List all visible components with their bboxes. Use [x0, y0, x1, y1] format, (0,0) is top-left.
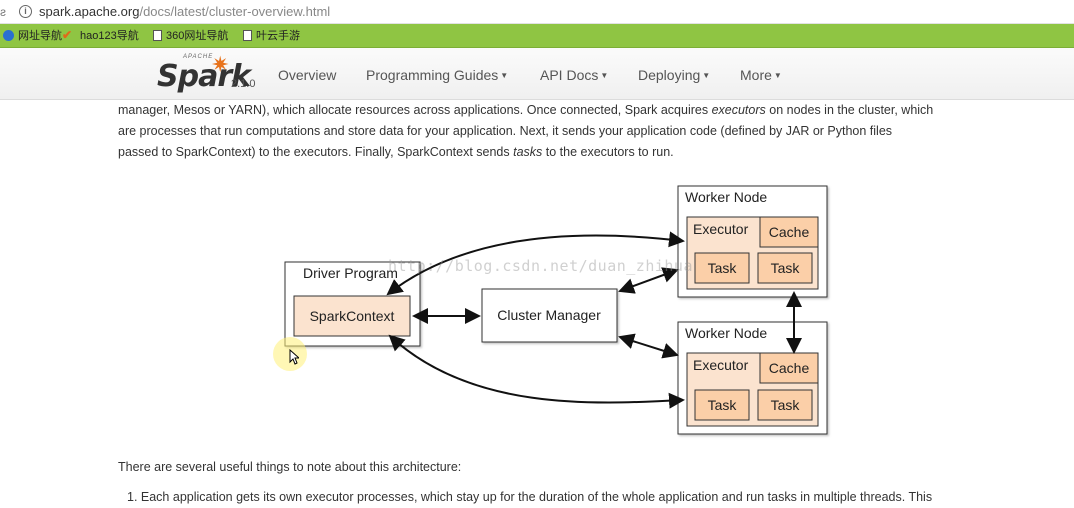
nav-label: Deploying	[638, 67, 701, 83]
list-item: 1. Each application gets its own executo…	[127, 490, 933, 504]
worker-node-1: Worker Node Executor Cache Task Task	[677, 185, 828, 298]
spark-navbar: APACHE Spark ✷ 2.1.0 Overview Programmin…	[0, 48, 1074, 100]
page-icon	[243, 30, 252, 41]
text-run: passed to SparkContext) to the executors…	[118, 145, 514, 159]
executor-label: Executor	[693, 221, 749, 237]
nav-api-docs[interactable]: API Docs▼	[540, 67, 608, 84]
mouse-pointer-icon	[289, 349, 299, 365]
address-bar[interactable]: ƨ i spark.apache.org/docs/latest/cluster…	[0, 0, 1074, 24]
driver-program-title: Driver Program	[303, 265, 398, 281]
spark-star-icon: ✷	[211, 52, 230, 77]
url-host: spark.apache.org	[39, 4, 140, 19]
logo-apache-text: APACHE	[183, 54, 214, 60]
caret-down-icon: ▼	[600, 71, 609, 80]
worker-node-title: Worker Node	[685, 325, 767, 341]
bookmark-wangzhi[interactable]: 网址导航	[3, 29, 62, 43]
page-icon	[153, 30, 162, 41]
arrow-manager-worker1	[618, 267, 679, 294]
bookmark-yeyun[interactable]: 叶云手游	[243, 29, 300, 43]
url-text[interactable]: spark.apache.org/docs/latest/cluster-ove…	[39, 3, 330, 20]
version-label: 2.1.0	[231, 78, 256, 90]
intro-line-1: manager, Mesos or YARN), which allocate …	[118, 100, 1008, 121]
nav-label: More	[740, 67, 772, 83]
site-info-icon[interactable]: i	[19, 5, 32, 18]
bookmark-label: 360网址导航	[166, 30, 229, 42]
hao123-icon: ✔	[62, 28, 73, 42]
nav-programming-guides[interactable]: Programming Guides▼	[366, 67, 508, 84]
nav-deploying[interactable]: Deploying▼	[638, 67, 710, 84]
bookmarks-bar: 网址导航 ✔ hao123导航 360网址导航 叶云手游	[0, 24, 1074, 48]
bookmark-360[interactable]: 360网址导航	[153, 29, 228, 43]
bookmark-label: 网址导航	[18, 30, 62, 42]
cache-label: Cache	[769, 360, 810, 376]
architecture-notes-intro: There are several useful things to note …	[118, 460, 462, 474]
intro-line-2: are processes that run computations and …	[118, 124, 893, 138]
task-label: Task	[771, 397, 801, 413]
text-run: to the executors to run.	[542, 145, 674, 159]
bookmark-label: 叶云手游	[256, 30, 300, 42]
task-label: Task	[708, 397, 738, 413]
cluster-manager-box: Cluster Manager	[481, 288, 618, 343]
text-run: on nodes in the cluster, which	[765, 103, 934, 117]
task-label: Task	[708, 260, 738, 276]
csdn-watermark: http://blog.csdn.net/duan_zhihua	[388, 257, 693, 275]
nav-overview[interactable]: Overview	[278, 67, 336, 83]
globe-icon	[3, 30, 14, 41]
bookmark-hao123[interactable]: ✔ hao123导航	[62, 29, 139, 43]
task-label: Task	[771, 260, 801, 276]
spark-context-label: SparkContext	[310, 308, 395, 324]
cache-label: Cache	[769, 224, 810, 240]
nav-label: Programming Guides	[366, 67, 499, 83]
arrow-context-worker1	[386, 231, 685, 296]
logo-wordmark: Spark	[157, 59, 251, 94]
text-run: manager, Mesos or YARN), which allocate …	[118, 103, 712, 117]
bookmark-label: hao123导航	[80, 30, 139, 42]
caret-down-icon: ▼	[702, 71, 711, 80]
intro-line-3: passed to SparkContext) to the executors…	[118, 142, 1008, 163]
caret-down-icon: ▼	[500, 71, 509, 80]
cluster-manager-label: Cluster Manager	[497, 307, 601, 323]
worker-node-title: Worker Node	[685, 189, 767, 205]
url-path: /docs/latest/cluster-overview.html	[139, 4, 331, 19]
intro-paragraph: manager, Mesos or YARN), which allocate …	[118, 100, 1008, 163]
spark-logo[interactable]: APACHE Spark ✷ 2.1.0	[157, 52, 267, 96]
emphasis-tasks: tasks	[513, 145, 543, 159]
arrow-context-worker2	[388, 334, 685, 409]
nav-label: Overview	[278, 67, 337, 83]
arrow-manager-worker2	[618, 333, 679, 359]
tab-edge-icon: ƨ	[0, 5, 6, 19]
nav-more[interactable]: More▼	[740, 67, 782, 84]
worker-node-2: Worker Node Executor Cache Task Task	[677, 321, 828, 435]
executor-label: Executor	[693, 357, 749, 373]
emphasis-executors: executors	[711, 103, 766, 117]
nav-label: API Docs	[540, 67, 599, 83]
caret-down-icon: ▼	[773, 71, 782, 80]
